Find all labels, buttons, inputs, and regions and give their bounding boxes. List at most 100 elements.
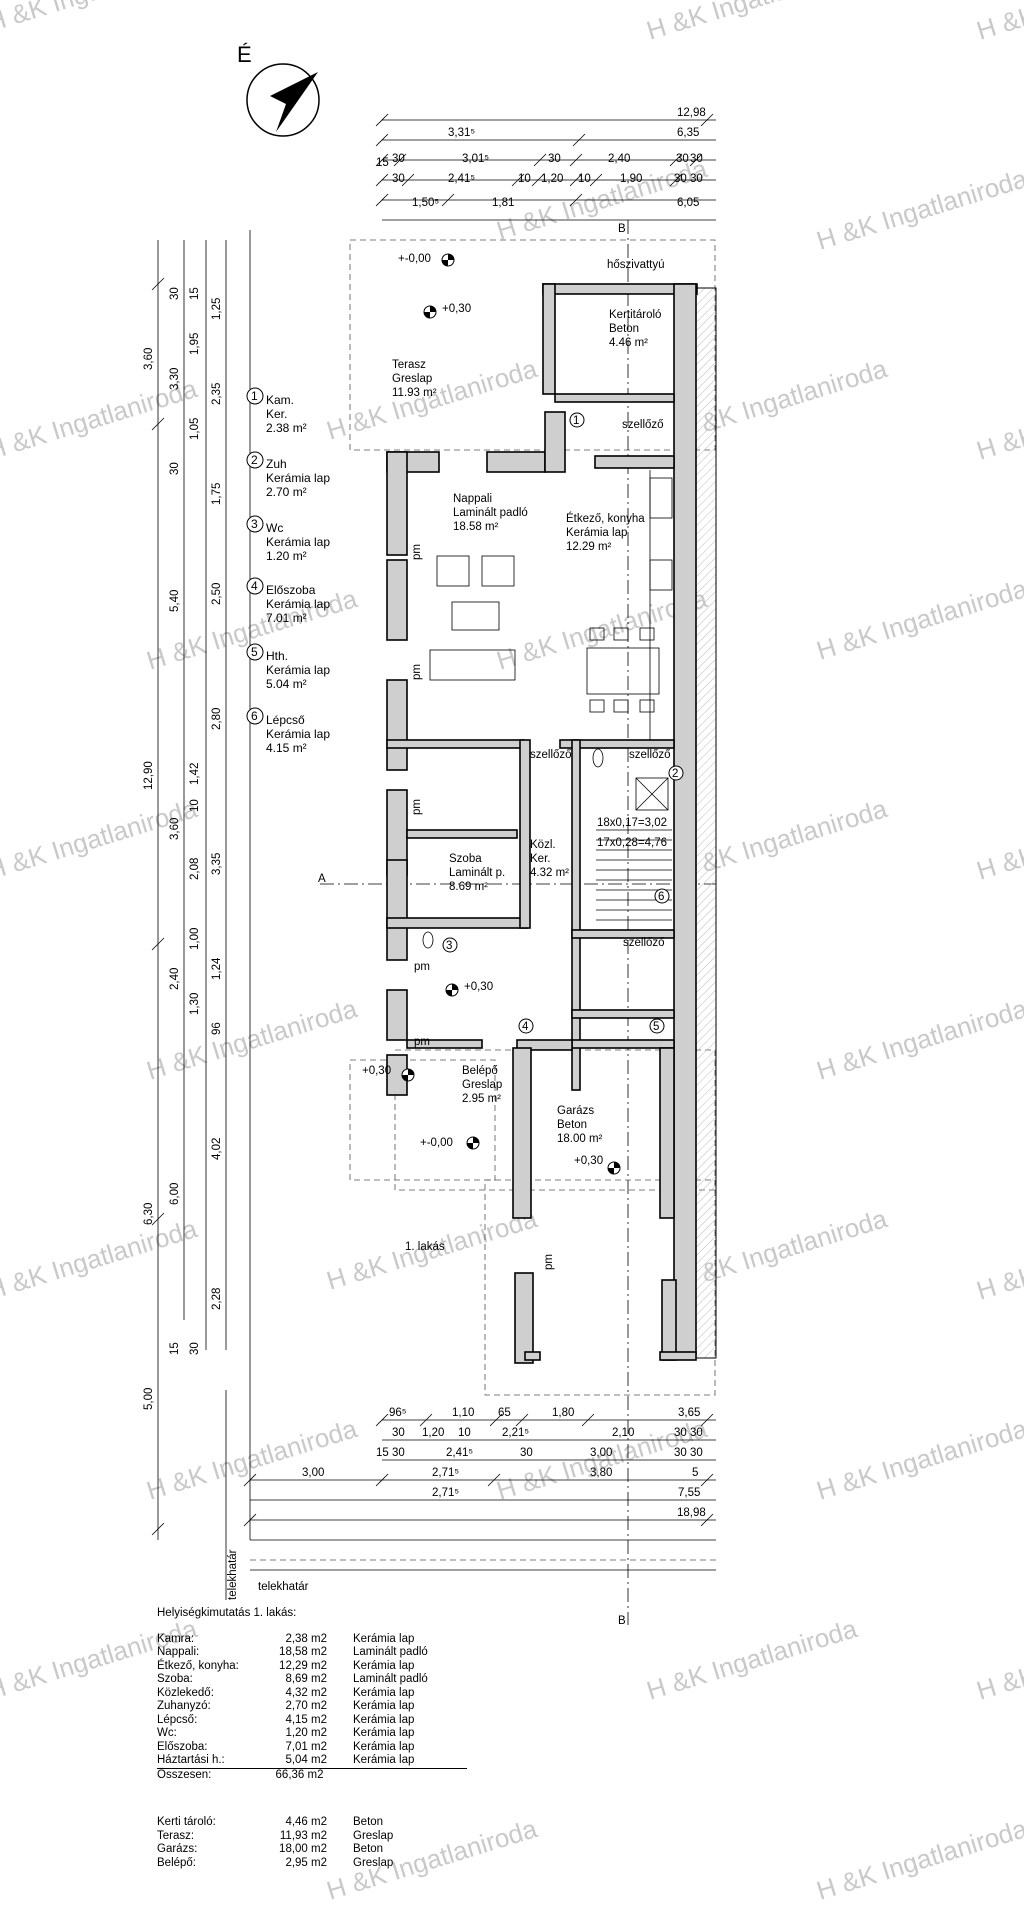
dim-label: 3,01⁵ xyxy=(462,153,489,165)
watermark: H &K Ingatlaniroda xyxy=(143,1413,361,1506)
room-area: 2.95 m² xyxy=(462,1093,501,1105)
svg-text:2,71⁵: 2,71⁵ xyxy=(432,1467,459,1479)
dim-label: 30 xyxy=(392,153,405,165)
szellozo-label: szellőző xyxy=(530,749,572,761)
level-marker-icon xyxy=(423,305,437,319)
flat-label: 1. lakás xyxy=(405,1241,445,1253)
dim-label: 12,90 xyxy=(143,761,155,790)
svg-text:Hth.: Hth. xyxy=(266,649,288,663)
svg-text:30: 30 xyxy=(520,1447,533,1459)
room-floor: Laminált p. xyxy=(449,867,505,879)
armchair-icon xyxy=(436,555,470,587)
room-floor: Beton xyxy=(609,323,639,335)
svg-text:pm: pm xyxy=(414,1036,430,1048)
dim-label: 30 xyxy=(690,173,703,185)
svg-text:2: 2 xyxy=(672,768,678,780)
room-number-markers: 1 2 3 4 5 6 xyxy=(442,412,684,1034)
kitchen-sink-icon xyxy=(649,477,673,519)
svg-text:Előszoba: Előszoba xyxy=(266,583,316,597)
svg-text:30: 30 xyxy=(690,1427,703,1439)
svg-text:+0,30: +0,30 xyxy=(574,1155,603,1167)
svg-text:+-0,00: +-0,00 xyxy=(398,253,431,265)
section-label: A xyxy=(318,873,326,885)
svg-text:5: 5 xyxy=(653,1021,659,1033)
watermark: H &K Ingatlaniroda xyxy=(813,993,1024,1086)
level-marker-icon xyxy=(401,1068,415,1082)
level-marker-icon xyxy=(445,983,459,997)
svg-text:+0,30: +0,30 xyxy=(464,981,493,993)
dim-label: 30 xyxy=(169,287,181,300)
svg-text:Kerámia lap: Kerámia lap xyxy=(266,535,330,549)
watermark: H &K Ingatlaniroda xyxy=(813,573,1024,666)
room-floor: Laminált padló xyxy=(453,507,528,519)
legend-item: 3 Wc Kerámia lap 1.20 m² xyxy=(246,515,330,563)
dim-label: 2,40 xyxy=(608,153,630,165)
armchair-icon xyxy=(481,555,515,587)
svg-text:18,98: 18,98 xyxy=(677,1507,706,1519)
dim-label: 1,95 xyxy=(189,333,201,355)
svg-text:Lépcső: Lépcső xyxy=(266,713,305,727)
dim-label: 30 xyxy=(676,153,689,165)
svg-text:Zuh: Zuh xyxy=(266,457,287,471)
plot-boundary-label: telekhatár xyxy=(227,1549,239,1600)
dim-label: 10 xyxy=(518,173,531,185)
stairs xyxy=(596,829,672,921)
top-dimensions xyxy=(375,113,716,221)
left-dimension-labels: 3,60 12,90 6,30 5,00 3,30 5,40 3,60 2,40… xyxy=(143,287,223,1410)
legend-item: 4 Előszoba Kerámia lap 7.01 m² xyxy=(246,577,330,625)
svg-text:15: 15 xyxy=(376,1447,389,1459)
dim-label: 1,90 xyxy=(620,173,642,185)
level-markers: +-0,00 +0,30 +0,30 +0,30 +0,30 +-0,00 xyxy=(362,253,621,1175)
svg-text:+0,30: +0,30 xyxy=(442,303,471,315)
dim-label: 5,40 xyxy=(169,590,181,612)
room-floor: Greslap xyxy=(392,373,432,385)
svg-text:pm: pm xyxy=(411,799,423,815)
dim-label: 1,42 xyxy=(189,763,201,785)
svg-text:30: 30 xyxy=(674,1427,687,1439)
svg-text:3,65: 3,65 xyxy=(678,1407,700,1419)
svg-text:2,10: 2,10 xyxy=(612,1427,634,1439)
watermark: H &K Ingatlaniroda xyxy=(973,373,1024,466)
svg-text:Kerámia lap: Kerámia lap xyxy=(266,471,330,485)
dim-label: 3,60 xyxy=(143,348,155,370)
dim-label: 6,00 xyxy=(169,1183,181,1205)
dim-label: 2,41⁵ xyxy=(448,173,475,185)
plot-boundary: telekhatár telekhatár xyxy=(225,1390,716,1600)
room-name: Szoba xyxy=(449,853,482,865)
szellozo-label: szellőző xyxy=(629,749,671,761)
watermark: H &K Ingatlaniroda xyxy=(323,353,541,446)
svg-text:30: 30 xyxy=(392,1447,405,1459)
watermark: H &K Ingatlaniroda xyxy=(813,1413,1024,1506)
room-area: 18.00 m² xyxy=(557,1133,603,1145)
svg-text:30: 30 xyxy=(392,1427,405,1439)
svg-text:+0,30: +0,30 xyxy=(362,1065,391,1077)
svg-text:6: 6 xyxy=(658,891,664,903)
sofa-icon xyxy=(429,649,516,681)
svg-text:3,80: 3,80 xyxy=(590,1467,612,1479)
dim-label: 1,25 xyxy=(211,298,223,320)
level-marker-icon xyxy=(607,1161,621,1175)
svg-text:Ker.: Ker. xyxy=(266,407,287,421)
dim-label: 2,28 xyxy=(211,1288,223,1310)
svg-text:96⁵: 96⁵ xyxy=(389,1407,407,1419)
svg-text:1.20 m²: 1.20 m² xyxy=(266,549,307,563)
table-icon xyxy=(586,647,660,695)
north-label: É xyxy=(237,42,252,67)
dim-label: 1,30 xyxy=(189,993,201,1015)
svg-text:5.04 m²: 5.04 m² xyxy=(266,677,307,691)
dim-label: 6,35 xyxy=(677,127,699,139)
dim-label: 96 xyxy=(211,1022,223,1035)
room-area: 8.69 m² xyxy=(449,881,488,893)
svg-text:5: 5 xyxy=(251,645,258,659)
room-floor: Beton xyxy=(557,1119,587,1131)
svg-text:4.15 m²: 4.15 m² xyxy=(266,741,307,755)
room-name: Kertitároló xyxy=(609,309,661,321)
bottom-dimension-labels: 96⁵ 1,10 65 1,80 3,65 30 1,20 10 2,21⁵ 2… xyxy=(302,1407,706,1519)
